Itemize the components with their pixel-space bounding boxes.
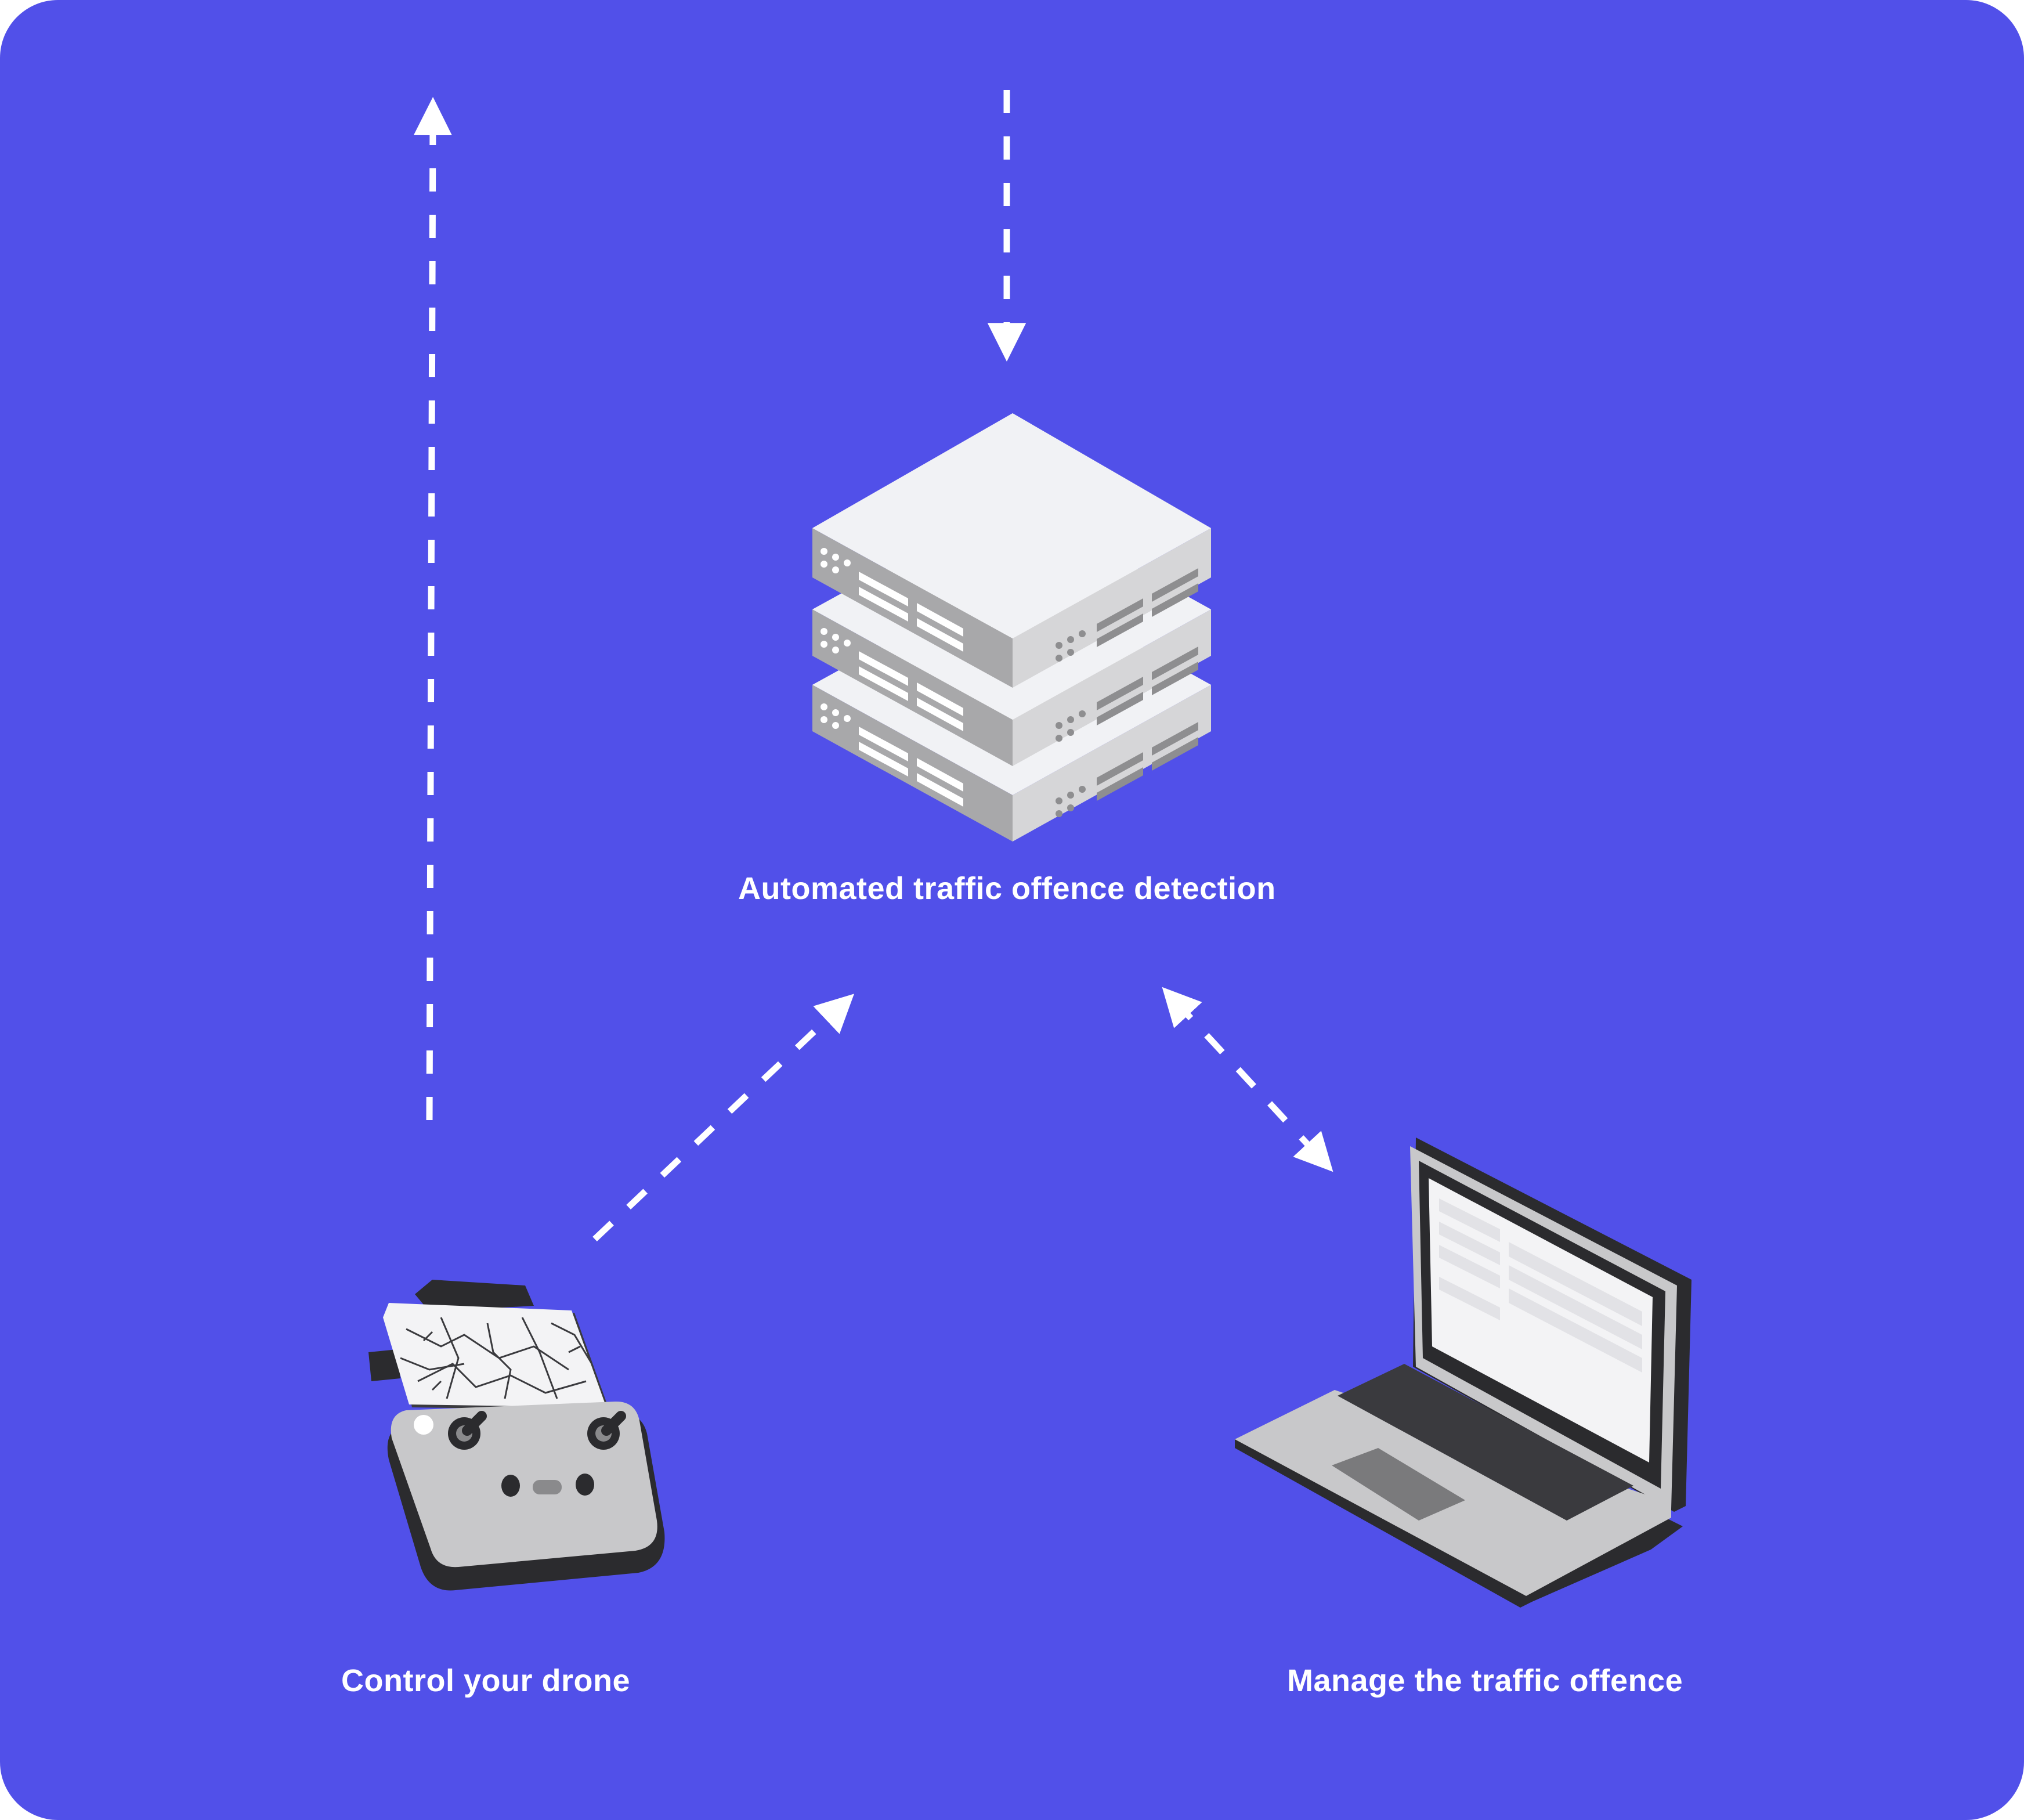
server-unit-top	[812, 413, 1211, 688]
arrow-drone-uplink	[413, 97, 452, 1121]
controller-button-center	[533, 1480, 562, 1494]
right-joystick	[587, 1411, 626, 1450]
server-label: Automated traffic offence detection	[738, 871, 1276, 906]
left-joystick	[448, 1411, 487, 1450]
laptop-display	[1429, 1178, 1653, 1463]
laptop-trackpad	[1332, 1448, 1465, 1521]
drone-remote-controller-icon	[368, 1280, 665, 1591]
server-stack-icon	[812, 413, 1211, 842]
phone-map-display	[383, 1303, 609, 1410]
arrow-drone-to-server	[592, 994, 854, 1241]
laptop-label: Manage the traffic offence	[1287, 1663, 1683, 1698]
drone-controller-label: Control your drone	[341, 1663, 630, 1698]
arrow-server-laptop	[1162, 987, 1333, 1172]
controller-button-left	[501, 1475, 520, 1497]
controller-button-small	[414, 1415, 433, 1435]
laptop-keyboard	[1338, 1364, 1633, 1521]
controller-button-right	[576, 1474, 594, 1496]
laptop-icon	[1235, 1138, 1692, 1608]
